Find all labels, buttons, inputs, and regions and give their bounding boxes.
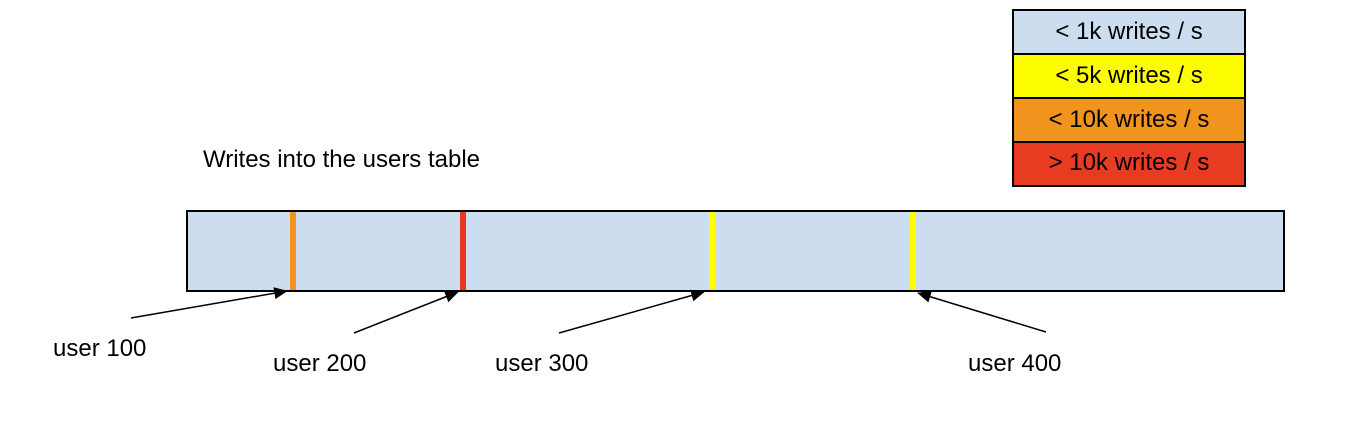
legend-item-1: < 5k writes / s: [1014, 55, 1244, 99]
legend-item-2: < 10k writes / s: [1014, 99, 1244, 143]
user-300-label: user 300: [495, 350, 589, 377]
user-300-marker: [709, 212, 715, 290]
diagram-title: Writes into the users table: [203, 146, 481, 173]
users-table-bar: [186, 210, 1285, 292]
arrow-user-300: [558, 289, 705, 334]
user-400-label: user 400: [968, 350, 1062, 377]
user-100-label: user 100: [53, 335, 147, 362]
legend-item-0: < 1k writes / s: [1014, 11, 1244, 55]
legend-item-3: > 10k writes / s: [1014, 143, 1244, 185]
user-100-marker: [290, 212, 296, 290]
arrow-user-200: [353, 291, 459, 334]
user-200-label: user 200: [273, 350, 367, 377]
user-400-marker: [910, 212, 916, 290]
arrow-user-400: [917, 290, 1047, 333]
arrow-user-100: [130, 287, 288, 319]
write-rate-legend: < 1k writes / s< 5k writes / s< 10k writ…: [1012, 9, 1246, 187]
user-200-marker: [460, 212, 466, 290]
